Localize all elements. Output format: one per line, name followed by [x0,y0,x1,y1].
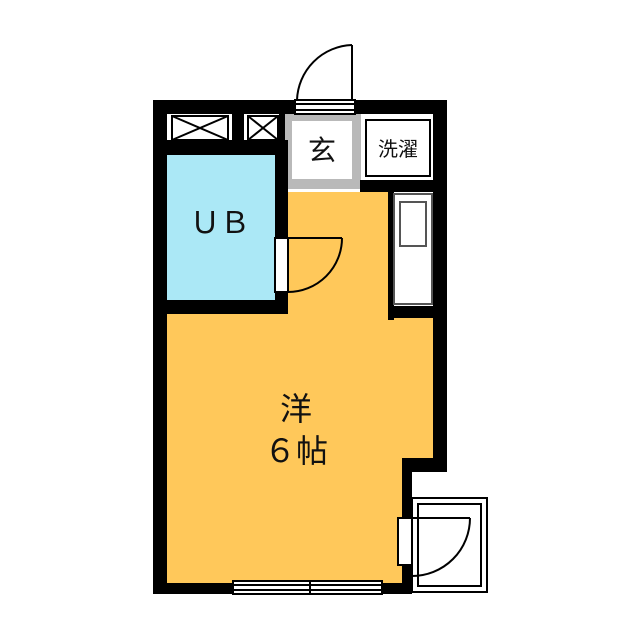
entrance-door [294,44,356,115]
wall-closet-divider [232,100,244,144]
bath-door-jamb [274,237,289,293]
wall-right-lower-b [402,565,412,594]
bottom-window [232,580,383,595]
closet-marks [171,115,279,141]
bath-label: ＵＢ [190,206,250,241]
wall-entrance-left [279,110,285,192]
bottom-window-frame [232,580,383,595]
western-room-type: 洋 [280,390,312,428]
wall-top-right [355,100,447,114]
closet-x-1b [171,115,229,141]
kitchen-sink [399,201,427,247]
balcony-inner [417,503,482,587]
wall-bottom-right [382,583,412,594]
wall-kitchen-bottom [388,306,447,318]
wall-right-step [402,458,447,472]
wall-right-upper [433,100,447,472]
wall-right-lower-a [402,458,412,518]
bath-door [274,237,343,293]
wall-laundry-bottom [360,180,447,192]
bath-floor [165,155,275,300]
entrance-door-swing [296,44,353,101]
balcony [397,497,488,593]
wall-top-left [153,100,295,114]
closet-x-2b [247,115,279,141]
wall-bath-top [153,140,288,155]
bath-door-swing [287,237,343,293]
entrance-door-gap [294,99,356,115]
wall-bath-bottom [153,300,288,314]
walls [153,100,447,594]
wall-bottom-left [153,583,233,594]
balcony-door-swing [411,517,471,577]
laundry-box [365,119,431,177]
kitchen-counter [393,193,433,305]
wall-kitchen-left [388,180,394,320]
wall-bath-right-low [275,292,288,302]
western-room-size: ６帖 [264,432,328,470]
balcony-outer [411,497,488,593]
entrance-label: 玄 [308,134,336,167]
balcony-door-jamb [397,517,413,566]
laundry-label: 洗濯 [378,137,418,161]
entrance-inner [292,121,352,179]
wall-left [153,100,167,594]
